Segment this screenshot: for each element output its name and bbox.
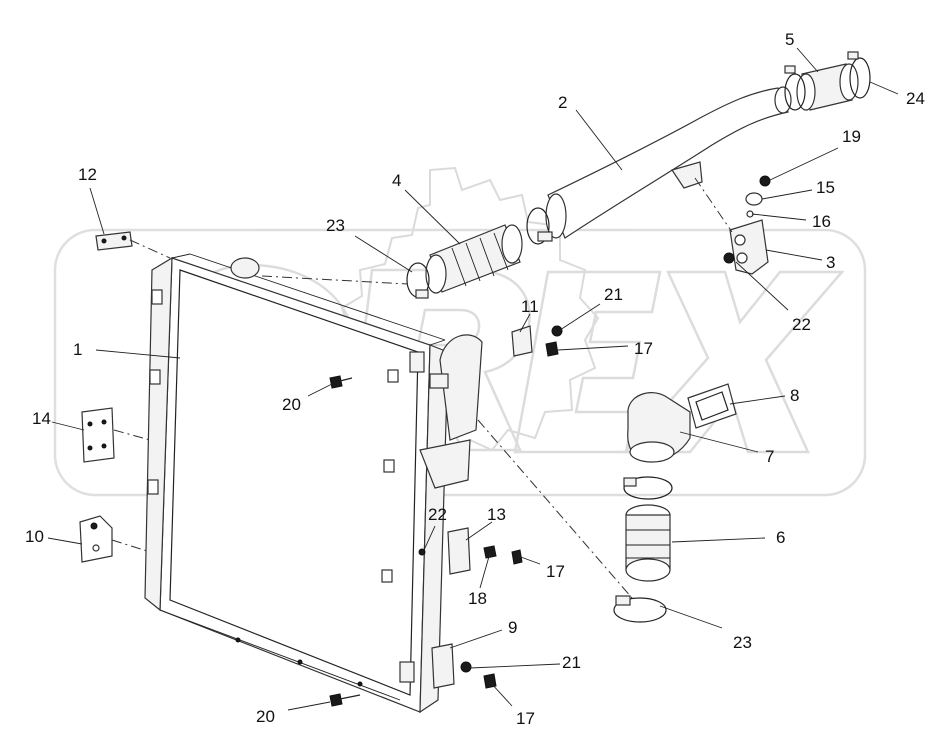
lower-hose-clamp-bottom (613, 595, 667, 623)
coupling-sleeve (784, 51, 871, 111)
callout-14: 14 (32, 409, 51, 428)
lower-bellows-hose (625, 504, 671, 582)
callout-21a: 21 (604, 285, 623, 304)
bracket-10 (79, 515, 113, 563)
lower-hose-clamp-upper (623, 476, 673, 500)
callout-20b: 20 (256, 707, 275, 726)
callout-12: 12 (78, 165, 97, 184)
callout-13: 13 (487, 505, 506, 524)
callout-17a: 17 (634, 339, 653, 358)
callout-3: 3 (826, 253, 835, 272)
bracket-13 (418, 527, 523, 575)
callout-23b: 23 (733, 633, 752, 652)
bracket-14 (81, 407, 115, 463)
callout-20a: 20 (282, 395, 301, 414)
callout-24: 24 (906, 89, 925, 108)
callout-19: 19 (842, 127, 861, 146)
callout-21b: 21 (562, 653, 581, 672)
callout-5: 5 (785, 30, 794, 49)
callout-2: 2 (558, 93, 567, 112)
charge-air-pipe (545, 86, 792, 239)
callout-15: 15 (816, 178, 835, 197)
callout-6: 6 (776, 528, 785, 547)
bellows-hose (425, 224, 523, 294)
callout-22a: 22 (428, 505, 447, 524)
elbow-pipe (627, 392, 691, 463)
callout-1: 1 (73, 340, 82, 359)
watermark-banner (53, 228, 867, 497)
hose-clamp-upper-left (406, 262, 430, 299)
callout-16: 16 (812, 212, 831, 231)
callout-labels: 1 2 3 4 5 6 7 8 9 10 11 12 13 14 15 16 1… (25, 30, 925, 728)
callout-9: 9 (508, 618, 517, 637)
callout-leaders (47, 47, 899, 711)
callout-8: 8 (790, 386, 799, 405)
callout-18: 18 (468, 589, 487, 608)
callout-7: 7 (765, 447, 774, 466)
callout-17c: 17 (516, 709, 535, 728)
assembly-centerlines (111, 177, 733, 599)
bracket-12 (95, 231, 133, 251)
callout-23a: 23 (326, 216, 345, 235)
bracket-11 (511, 325, 563, 357)
callout-11: 11 (521, 297, 539, 316)
intercooler-core (144, 253, 483, 714)
bracket-9 (431, 643, 497, 689)
pipe-bracket (723, 175, 771, 275)
watermark-letter-x (622, 270, 845, 454)
bolts-20 (329, 351, 449, 707)
callout-4: 4 (392, 171, 401, 190)
callout-17b: 17 (546, 562, 565, 581)
hose-clamp-upper-right (526, 207, 553, 245)
watermark-gear (333, 166, 600, 458)
callout-22b: 22 (792, 315, 811, 334)
gasket-flange (687, 383, 737, 429)
callout-10: 10 (25, 527, 44, 546)
